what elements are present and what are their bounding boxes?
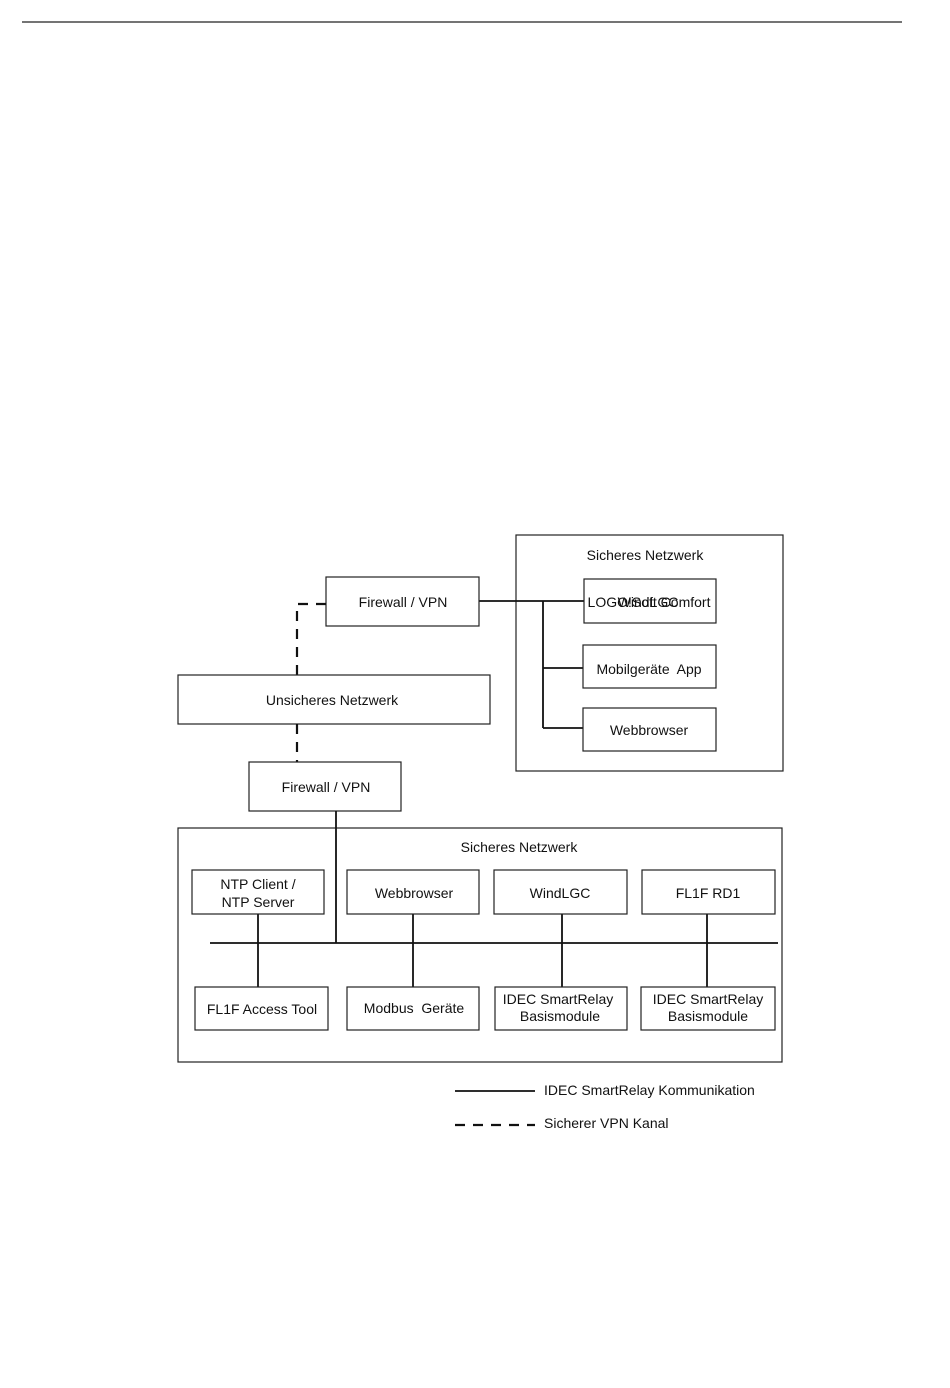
idec2-label-line1: IDEC SmartRelay (653, 991, 763, 1007)
logo-soft-comfort-label: LOGO!Soft Comfort (588, 594, 711, 610)
bottom-secure-network-label: Sicheres Netzwerk (461, 839, 579, 855)
logo-soft-comfort-box (583, 578, 717, 624)
windlgc-overlap-label: WindLGC (618, 594, 679, 610)
firewall-top-box (325, 576, 480, 627)
bottom-secure-network-zone (177, 827, 783, 1063)
legend-dashed-label: Sicherer VPN Kanal (544, 1115, 669, 1131)
fl1f-rd1-box (641, 869, 776, 915)
idec1-label-line2: Basismodule (520, 1008, 600, 1024)
idec-basismodule-box-2 (640, 986, 776, 1031)
mobile-app-label: Mobilgeräte App (596, 661, 701, 677)
webbrowser-bottom-box (346, 869, 480, 915)
vpn-link-top (295, 602, 326, 675)
windlgc-label: WindLGC (530, 885, 591, 901)
firewall-bottom-label: Firewall / VPN (282, 779, 371, 795)
webbrowser-bottom-label: Webbrowser (375, 885, 454, 901)
idec-basismodule-box-1 (494, 986, 628, 1031)
ntp-label-line1: NTP Client / (220, 876, 295, 892)
legend-solid-label: IDEC SmartRelay Kommunikation (544, 1082, 755, 1098)
right-secure-network-label: Sicheres Netzwerk (587, 547, 705, 563)
windlgc-box (493, 869, 628, 915)
fl1f-rd1-label: FL1F RD1 (676, 885, 741, 901)
ntp-label-line2: NTP Server (222, 894, 295, 910)
webbrowser-right-label: Webbrowser (610, 722, 689, 738)
webbrowser-right-box (582, 707, 717, 752)
fl1f-access-tool-label: FL1F Access Tool (207, 1001, 317, 1017)
firewall-top-label: Firewall / VPN (359, 594, 448, 610)
ntp-client-server-box (191, 869, 325, 915)
idec1-label-line1: IDEC SmartRelay (503, 991, 613, 1007)
modbus-devices-box (346, 986, 480, 1031)
mobile-app-box (582, 644, 717, 689)
modbus-devices-label: Modbus Geräte (364, 1000, 465, 1016)
fl1f-access-tool-box (194, 986, 329, 1031)
unsafe-network-label: Unsicheres Netzwerk (266, 692, 399, 708)
right-secure-network-zone (515, 534, 784, 772)
unsafe-network-box (177, 674, 491, 725)
idec2-label-line2: Basismodule (668, 1008, 748, 1024)
firewall-bottom-box (248, 761, 402, 812)
